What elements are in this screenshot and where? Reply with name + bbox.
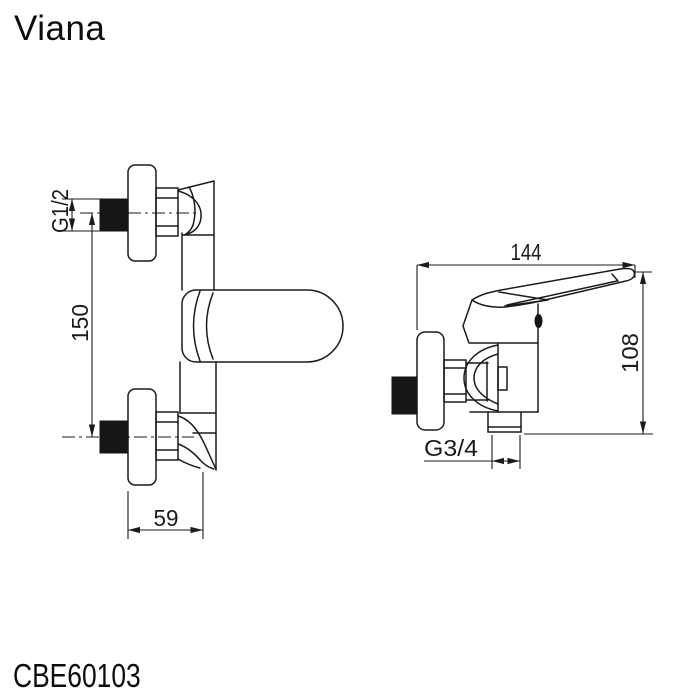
dimension-outlet-thread: G3/4: [424, 435, 521, 469]
dim-label-outlet-thread: G3/4: [424, 435, 478, 461]
dimension-inlet-thread: G1/2: [47, 189, 101, 233]
top-hex-nut: [155, 187, 179, 237]
side-lever-handle: [462, 267, 636, 344]
top-wall-bracket: [177, 180, 215, 291]
dim-label-depth: 59: [154, 505, 179, 531]
dim-label-height: 108: [617, 333, 643, 373]
side-hex-nut: [443, 359, 467, 403]
side-thread-stem: [391, 376, 418, 415]
dimension-depth: 59: [127, 472, 204, 539]
bottom-hex-nut: [155, 411, 179, 461]
side-body: [469, 342, 539, 413]
lever-handle: [181, 289, 344, 363]
side-flange: [416, 331, 445, 431]
dimension-center-distance: 150: [67, 213, 96, 437]
dimension-height: 108: [524, 271, 653, 435]
dim-label-inlet-thread: G1/2: [47, 189, 73, 233]
inlet-cylinder: [465, 361, 489, 402]
top-thread-stem: [99, 198, 129, 232]
dimension-width: 144: [416, 239, 636, 330]
valve-dome: [463, 344, 499, 412]
product-code: CBE60103: [13, 657, 141, 694]
front-view: G1/2 150 59: [47, 164, 344, 539]
set-screw: [534, 314, 543, 328]
dim-label-width: 144: [511, 239, 542, 265]
shower-outlet: [487, 411, 522, 433]
dim-label-center-distance: 150: [67, 304, 93, 342]
side-view: 144 108 G3/4: [391, 239, 653, 469]
product-name: Viana: [14, 9, 106, 48]
bottom-wall-bracket: [177, 412, 217, 470]
bottom-thread-stem: [99, 420, 129, 454]
mixer-body: [179, 361, 217, 471]
